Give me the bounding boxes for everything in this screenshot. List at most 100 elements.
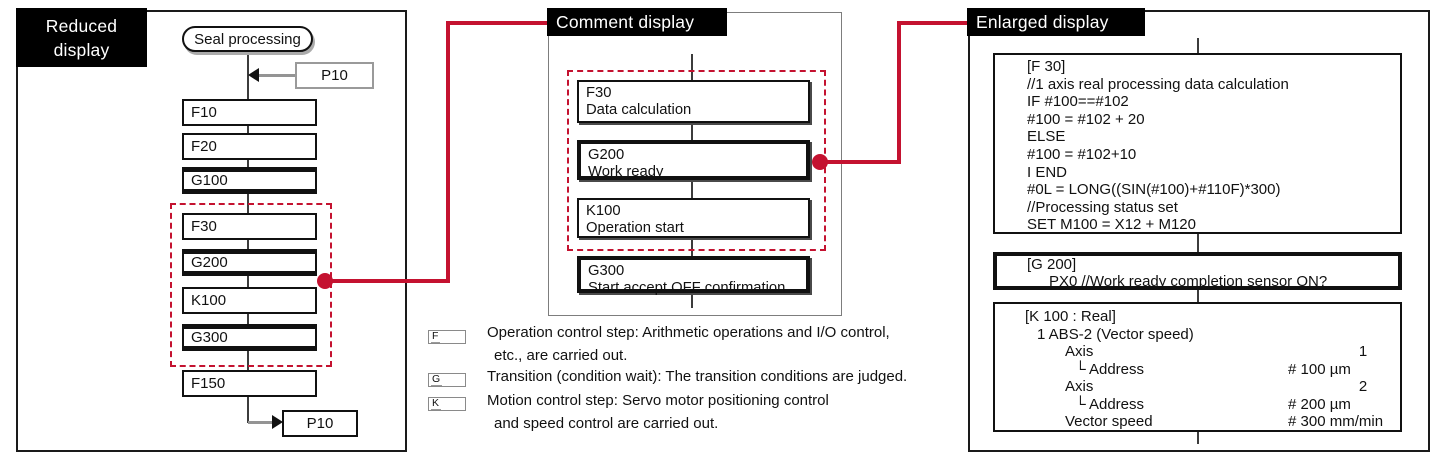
k100-code-box: [K 100 : Real]1 ABS-2 (Vector speed)Axis… — [993, 302, 1402, 432]
enlarged-flow-line-3 — [1197, 290, 1199, 302]
step-label: G100 — [191, 172, 228, 189]
g200-code-box: [G 200]PX0 //Work ready completion senso… — [993, 252, 1402, 290]
legend-symbol-F: F — [428, 330, 466, 344]
enlarged-title-label: Enlarged display — [976, 12, 1109, 32]
k-row-label: Axis — [1065, 343, 1094, 360]
exit-jump-label: P10 — [306, 415, 334, 432]
comment-display-title: Comment display — [547, 8, 727, 36]
k-block-row: [K 100 : Real] — [995, 308, 1400, 326]
k-row-label: 1 ABS-2 (Vector speed) — [1037, 325, 1194, 343]
enlarged-flow-line-2 — [1197, 234, 1199, 252]
callout-dot-comment — [812, 154, 828, 170]
code-line: ELSE — [1027, 128, 1066, 146]
legend-text-line: and speed control are carried out. — [494, 415, 719, 432]
legend-text-K: Motion control step: Servo motor positio… — [487, 392, 829, 433]
step-box-K100: K100 — [182, 287, 317, 314]
k-block-row: └ Address # 200 µm — [995, 396, 1400, 414]
k-row-label: Vector speed — [1065, 413, 1153, 430]
step-box-G200: G200 — [182, 249, 317, 276]
callout-connector-2-h1 — [820, 160, 901, 164]
start-node-seal-processing: Seal processing — [182, 26, 313, 52]
legend-symbol-letter: F — [431, 330, 441, 343]
comment-flow-line-3 — [691, 180, 693, 198]
step-label: G300 — [191, 329, 228, 346]
selection-outline-comment — [567, 70, 826, 251]
k-row-label: [K 100 : Real] — [1025, 308, 1116, 325]
comment-flow-line-1 — [691, 54, 693, 80]
reduced-title-line2: display — [53, 40, 110, 60]
comment-title-label: Comment display — [556, 12, 695, 32]
legend-symbol-letter: K — [431, 397, 442, 410]
step-box-G300: G300 — [182, 324, 317, 351]
legend-text-line: Operation control step: Arithmetic opera… — [487, 324, 890, 341]
comment-box-code: K100 — [586, 203, 621, 219]
reduced-title-line1: Reduced — [45, 16, 118, 36]
start-node-label: Seal processing — [194, 30, 301, 48]
entry-jump-box: P10 — [295, 62, 374, 89]
legend-text-line: etc., are carried out. — [494, 347, 628, 364]
code-line: #0L = LONG((SIN(#100)+#110F)*300) — [1027, 181, 1281, 199]
exit-jump-box: P10 — [282, 410, 358, 437]
f30-code-box: [F 30]//1 axis real processing data calc… — [993, 53, 1402, 234]
k-block-row: Vector speed # 300 mm/min — [995, 413, 1400, 431]
legend-symbol-G: G — [428, 373, 466, 387]
k-row-value: 1 — [1358, 343, 1368, 360]
enlarged-flow-line-4 — [1197, 432, 1199, 444]
k-row-label: └ Address — [1075, 360, 1144, 378]
k-row-value: # 200 µm — [1288, 395, 1351, 413]
code-line: IF #100==#102 — [1027, 93, 1129, 111]
callout-connector-1-v — [446, 21, 450, 283]
step-label: F10 — [191, 104, 217, 121]
comment-flow-line-5 — [691, 293, 693, 308]
exit-jump-line — [248, 421, 274, 424]
code-line: SET M100 = X12 + M120 — [1027, 216, 1196, 234]
comment-box-code: F30 — [586, 85, 612, 101]
step-label: F150 — [191, 375, 226, 392]
enlarged-flow-line-1 — [1197, 38, 1199, 53]
legend-text-line: Motion control step: Servo motor positio… — [487, 392, 829, 409]
reduced-display-title: Reduced display — [16, 8, 147, 67]
code-line: PX0 //Work ready completion sensor ON? — [1049, 272, 1328, 290]
step-box-F20: F20 — [182, 133, 317, 160]
step-box-G100: G100 — [182, 167, 317, 194]
comment-box-code: G200 — [588, 147, 625, 163]
code-line: I END — [1027, 163, 1068, 181]
k-row-value: # 100 µm — [1288, 360, 1351, 378]
k-row-label: └ Address — [1075, 395, 1144, 413]
entry-jump-label: P10 — [321, 67, 348, 84]
code-line: //Processing status set — [1027, 198, 1178, 216]
k-row-value: 2 — [1358, 378, 1368, 395]
comment-box-text: Operation start — [586, 220, 684, 236]
comment-flow-line-2 — [691, 123, 693, 140]
legend-symbol-K: K — [428, 397, 466, 411]
legend-text-G: Transition (condition wait): The transit… — [487, 368, 907, 386]
comment-flow-line-4 — [691, 238, 693, 256]
code-line: //1 axis real processing data calculatio… — [1027, 75, 1289, 93]
enlarged-display-title: Enlarged display — [967, 8, 1145, 36]
step-box-F10: F10 — [182, 99, 317, 126]
callout-connector-2-h2 — [897, 21, 969, 25]
step-label: K100 — [191, 292, 227, 309]
step-box-F150: F150 — [182, 370, 317, 397]
comment-box-text: Work ready — [588, 164, 664, 180]
code-line: [F 30] — [1027, 58, 1066, 75]
legend-symbol-letter: G — [431, 373, 443, 386]
k-row-value: # 300 mm/min — [1288, 413, 1384, 430]
callout-dot-reduced — [317, 273, 333, 289]
entry-arrow-icon — [248, 68, 259, 82]
entry-jump-line — [256, 74, 295, 77]
step-label: G200 — [191, 254, 228, 271]
callout-connector-2-v — [897, 21, 901, 164]
legend-text-F: Operation control step: Arithmetic opera… — [487, 324, 890, 365]
legend-text-line: Transition (condition wait): The transit… — [487, 368, 908, 385]
code-line: [G 200] — [1027, 256, 1077, 273]
code-line: #100 = #102+10 — [1027, 145, 1137, 163]
k-block-row: └ Address # 100 µm — [995, 361, 1400, 379]
comment-box-text: Start accept OFF confirmation — [588, 280, 786, 296]
step-label: F20 — [191, 138, 217, 155]
comment-box-text: Data calculation — [586, 102, 692, 118]
